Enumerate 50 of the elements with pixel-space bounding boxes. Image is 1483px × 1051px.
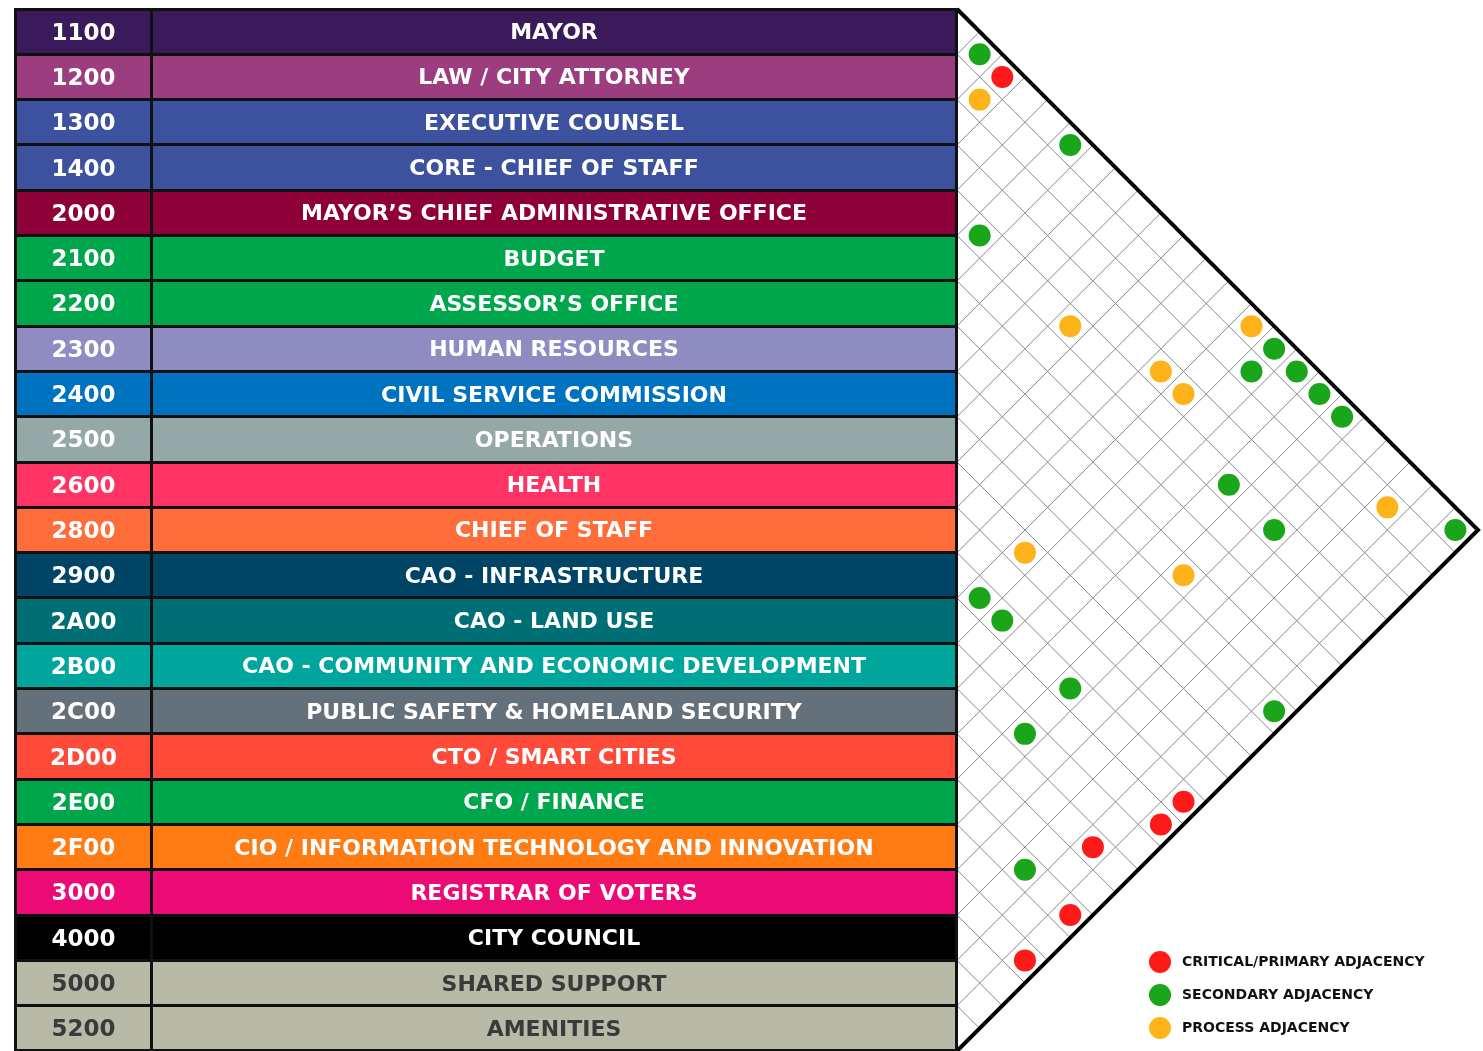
- department-code: 1400: [14, 143, 153, 192]
- adjacency-dot: [1059, 133, 1082, 156]
- legend-label: SECONDARY ADJACENCY: [1182, 986, 1374, 1002]
- adjacency-dot: [1059, 677, 1082, 700]
- department-name: CORE - CHIEF OF STAFF: [150, 143, 958, 192]
- adjacency-dot: [1172, 564, 1195, 587]
- adjacency-dot: [968, 88, 991, 111]
- adjacency-dot: [1308, 383, 1331, 406]
- adjacency-dot: [1013, 858, 1036, 881]
- department-name: REGISTRAR OF VOTERS: [150, 868, 958, 917]
- department-code: 3000: [14, 868, 153, 917]
- department-name: MAYOR: [150, 7, 958, 56]
- department-name: CAO - LAND USE: [150, 596, 958, 645]
- adjacency-dot: [1013, 949, 1036, 972]
- adjacency-dot: [1240, 315, 1263, 338]
- department-code: 2D00: [14, 732, 153, 781]
- adjacency-dot: [991, 609, 1014, 632]
- adjacency-dot: [1376, 496, 1399, 519]
- department-name: OPERATIONS: [150, 415, 958, 464]
- adjacency-dot: [1240, 360, 1263, 383]
- adjacency-dot: [1172, 383, 1195, 406]
- department-code: 5200: [14, 1004, 153, 1051]
- legend-label: PROCESS ADJACENCY: [1182, 1019, 1350, 1035]
- adjacency-dot: [1013, 722, 1036, 745]
- adjacency-dot: [991, 65, 1014, 88]
- adjacency-dot: [1444, 519, 1467, 541]
- department-name: AMENITIES: [150, 1004, 958, 1051]
- adjacency-dot: [1331, 405, 1354, 428]
- department-code: 2200: [14, 279, 153, 328]
- department-name: CTO / SMART CITIES: [150, 732, 958, 781]
- adjacency-dot: [1263, 700, 1286, 723]
- legend-label: CRITICAL/PRIMARY ADJACENCY: [1182, 953, 1425, 969]
- adjacency-dot: [968, 224, 991, 247]
- adjacency-dot: [968, 43, 991, 66]
- adjacency-dot: [1149, 360, 1172, 383]
- department-code: 1100: [14, 7, 153, 56]
- adjacency-dot: [968, 586, 991, 609]
- department-code: 2500: [14, 415, 153, 464]
- adjacency-dot: [1263, 337, 1286, 360]
- adjacency-dot: [1263, 519, 1286, 541]
- adjacency-dot: [1059, 904, 1082, 927]
- adjacency-dot: [1285, 360, 1308, 383]
- department-code: 2A00: [14, 596, 153, 645]
- adjacency-dot: [1172, 790, 1195, 813]
- adjacency-dot: [1217, 473, 1240, 496]
- adjacency-dot: [1149, 813, 1172, 836]
- adjacency-dot: [1013, 541, 1036, 564]
- adjacency-dot: [1059, 315, 1082, 338]
- adjacency-dot: [1081, 836, 1104, 859]
- department-name: ASSESSOR’S OFFICE: [150, 279, 958, 328]
